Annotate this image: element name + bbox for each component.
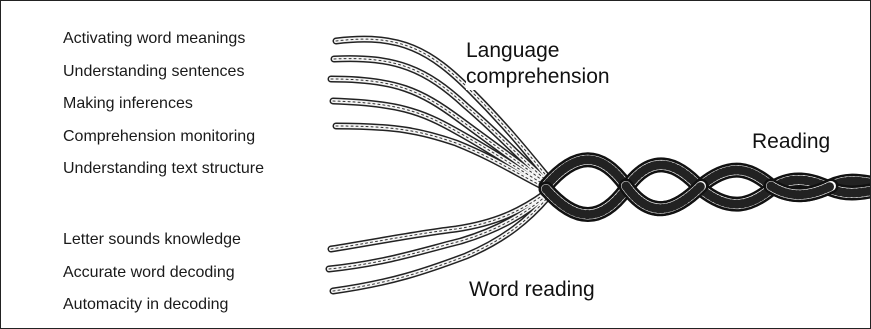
language-comprehension-title-line2: comprehension xyxy=(466,64,610,90)
reading-title: Reading xyxy=(752,129,830,155)
strand-label-automacity-in-decoding: Automacity in decoding xyxy=(63,289,241,322)
language-comprehension-title: Language comprehension xyxy=(464,38,612,90)
language-comprehension-title-line1: Language xyxy=(466,38,559,64)
strand-label-activating-word-meanings: Activating word meanings xyxy=(63,23,264,56)
strand-label-understanding-text-structure: Understanding text structure xyxy=(63,153,264,186)
word-reading-title: Word reading xyxy=(469,277,595,303)
strand-label-understanding-sentences: Understanding sentences xyxy=(63,56,264,89)
word-reading-strand-list: Letter sounds knowledge Accurate word de… xyxy=(63,224,241,322)
combined-rope xyxy=(546,160,870,215)
strand-label-comprehension-monitoring: Comprehension monitoring xyxy=(63,121,264,154)
strand-label-accurate-word-decoding: Accurate word decoding xyxy=(63,257,241,290)
strand-label-making-inferences: Making inferences xyxy=(63,88,264,121)
language-comprehension-strand-list: Activating word meanings Understanding s… xyxy=(63,23,264,186)
strand-label-letter-sounds-knowledge: Letter sounds knowledge xyxy=(63,224,241,257)
